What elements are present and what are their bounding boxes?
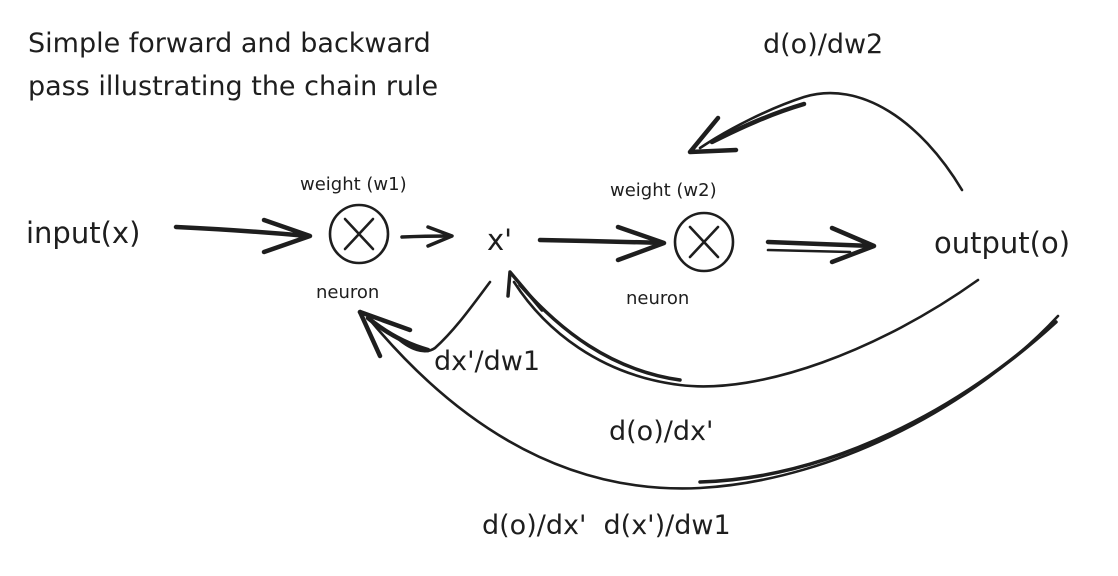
title-line-1: Simple forward and backward bbox=[28, 28, 431, 59]
backward-arrow-x-to-w1 bbox=[365, 280, 492, 353]
input-label: input(x) bbox=[26, 216, 140, 250]
x-prime-label: x' bbox=[487, 223, 512, 257]
neuron-2-label: neuron bbox=[626, 288, 689, 309]
backward-arrow-output-to-x bbox=[506, 270, 980, 388]
title-line-2: pass illustrating the chain rule bbox=[28, 71, 438, 102]
multiply-icon bbox=[328, 203, 390, 265]
forward-arrow-w1-to-x bbox=[400, 225, 454, 248]
gradient-do-dx-label: d(o)/dx' bbox=[609, 416, 713, 447]
gradient-dx-dw1-label: dx'/dw1 bbox=[434, 346, 540, 377]
weight-w2-label: weight (w2) bbox=[610, 180, 717, 201]
multiply-icon bbox=[673, 211, 735, 273]
weight-w1-label: weight (w1) bbox=[300, 174, 407, 195]
forward-arrow-w2-to-output bbox=[765, 225, 877, 265]
gradient-chain-rule-label: d(o)/dx' d(x')/dw1 bbox=[482, 510, 731, 541]
forward-arrow-x-to-w2 bbox=[537, 224, 667, 263]
gradient-do-dw2-label: d(o)/dw2 bbox=[763, 29, 883, 60]
backward-arrow-output-to-w2 bbox=[687, 91, 964, 192]
forward-arrow-input-to-w1 bbox=[173, 217, 313, 255]
backward-arrow-output-to-w1-chain bbox=[357, 309, 1060, 490]
neuron-1-label: neuron bbox=[316, 282, 379, 303]
output-label: output(o) bbox=[934, 226, 1070, 260]
